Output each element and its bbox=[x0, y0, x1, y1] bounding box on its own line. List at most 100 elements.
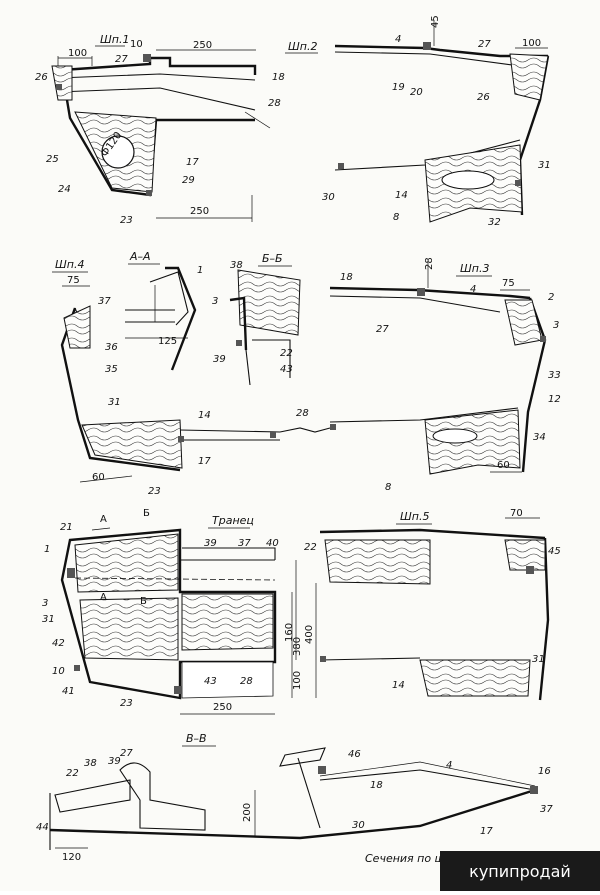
part-shp2-26: 26 bbox=[477, 92, 490, 103]
part-shp4-37: 37 bbox=[98, 296, 111, 307]
part-transom-42: 42 bbox=[52, 638, 65, 649]
part-shp4-23: 23 bbox=[148, 486, 161, 497]
part-transom-23: 23 bbox=[120, 698, 133, 709]
dim-transom-a-bottom: A bbox=[100, 592, 107, 603]
part-vv-22: 22 bbox=[66, 768, 79, 779]
part-shp1-18: 18 bbox=[272, 72, 285, 83]
section-shp2: Шп.2 45 100 4 19 20 27 26 31 30 14 8 32 bbox=[285, 15, 551, 228]
part-bb-22: 22 bbox=[280, 348, 293, 359]
part-vv-4: 4 bbox=[446, 760, 452, 771]
dim-shp3-60: 60 bbox=[497, 460, 510, 471]
title-shp1: Шп.1 bbox=[100, 33, 129, 46]
part-transom-10: 10 bbox=[52, 666, 65, 677]
dim-transom-160: 160 bbox=[284, 623, 295, 642]
dim-shp1-250-top: 250 bbox=[193, 40, 212, 51]
part-shp2-8: 8 bbox=[393, 212, 399, 223]
dim-shp3-75: 75 bbox=[502, 278, 515, 289]
part-vv-44: 44 bbox=[36, 822, 49, 833]
part-shp3-3: 3 bbox=[553, 320, 559, 331]
part-shp2-14: 14 bbox=[395, 190, 408, 201]
part-transom-1: 1 bbox=[44, 544, 50, 555]
part-shp3-8: 8 bbox=[385, 482, 391, 493]
section-shp4: Шп.4 75 60 37 36 35 31 14 17 23 bbox=[52, 258, 281, 497]
part-transom-37: 37 bbox=[238, 538, 251, 549]
part-shp1-25: 25 bbox=[46, 154, 59, 165]
dim-shp5-70: 70 bbox=[510, 508, 523, 519]
watermark-logo: купипродай bbox=[440, 851, 600, 891]
dim-transom-380: 380 bbox=[292, 637, 303, 656]
part-shp1-27: 27 bbox=[115, 54, 128, 65]
title-shp5: Шп.5 bbox=[400, 510, 429, 523]
part-shp4-35: 35 bbox=[105, 364, 118, 375]
part-shp3-27: 27 bbox=[376, 324, 389, 335]
drawing-caption: Сечения по шпа bbox=[365, 852, 459, 865]
dim-shp4-75: 75 bbox=[67, 275, 80, 286]
part-aa-1: 1 bbox=[197, 265, 203, 276]
dim-vv-200: 200 bbox=[242, 803, 253, 822]
part-bb-43: 43 bbox=[280, 364, 293, 375]
dim-shp2-100: 100 bbox=[522, 38, 541, 49]
title-bb: Б–Б bbox=[262, 252, 283, 265]
title-vv: В–В bbox=[186, 732, 207, 745]
part-vv-16: 16 bbox=[538, 766, 551, 777]
title-shp3: Шп.3 bbox=[460, 262, 489, 275]
section-shp3: Шп.3 28 75 60 18 4 2 27 3 33 12 34 8 28 bbox=[279, 257, 561, 493]
dim-shp4-60: 60 bbox=[92, 472, 105, 483]
dim-shp1-10: 10 bbox=[130, 39, 143, 50]
part-shp2-27: 27 bbox=[478, 39, 491, 50]
part-shp4-14: 14 bbox=[198, 410, 211, 421]
part-shp1-28: 28 bbox=[268, 98, 281, 109]
section-shp5: Шп.5 70 22 45 31 14 bbox=[304, 508, 561, 701]
title-aa: А–А bbox=[129, 250, 151, 263]
part-transom-3: 3 bbox=[42, 598, 48, 609]
part-transom-41: 41 bbox=[62, 686, 75, 697]
dim-transom-b-top: Б bbox=[143, 508, 150, 519]
part-vv-38: 38 bbox=[84, 758, 97, 769]
part-shp1-24: 24 bbox=[58, 184, 71, 195]
title-shp2: Шп.2 bbox=[288, 40, 317, 53]
part-shp3-4: 4 bbox=[470, 284, 476, 295]
dim-vv-120: 120 bbox=[62, 852, 81, 863]
part-shp2-31: 31 bbox=[538, 160, 551, 171]
part-shp1-26: 26 bbox=[35, 72, 48, 83]
part-shp1-29: 29 bbox=[182, 175, 195, 186]
part-shp3-18: 18 bbox=[340, 272, 353, 283]
part-shp3-2: 2 bbox=[548, 292, 554, 303]
section-transom: Транец A Б A Б 160 380 400 100 250 21 1 … bbox=[42, 508, 317, 715]
part-transom-40: 40 bbox=[266, 538, 279, 549]
part-shp5-31: 31 bbox=[532, 654, 545, 665]
part-aa-3: 3 bbox=[212, 296, 218, 307]
part-shp2-20: 20 bbox=[410, 87, 423, 98]
dim-transom-250: 250 bbox=[213, 702, 232, 713]
title-transom: Транец bbox=[212, 514, 254, 527]
part-vv-17: 17 bbox=[480, 826, 493, 837]
dim-transom-100: 100 bbox=[292, 671, 303, 690]
dim-shp1-250-bottom: 250 bbox=[190, 206, 209, 217]
title-shp4: Шп.4 bbox=[55, 258, 84, 271]
part-vv-37: 37 bbox=[540, 804, 553, 815]
part-shp2-30: 30 bbox=[322, 192, 335, 203]
part-transom-31: 31 bbox=[42, 614, 55, 625]
part-vv-39: 39 bbox=[108, 756, 121, 767]
section-bb: Б–Б 38 39 22 43 bbox=[213, 252, 301, 386]
part-shp5-45: 45 bbox=[548, 546, 561, 557]
part-shp1-23: 23 bbox=[120, 215, 133, 226]
dim-shp1-100: 100 bbox=[68, 48, 87, 59]
dim-shp3-28: 28 bbox=[424, 257, 435, 270]
part-shp2-32: 32 bbox=[488, 217, 501, 228]
part-shp4-31: 31 bbox=[108, 397, 121, 408]
part-shp4-17: 17 bbox=[198, 456, 211, 467]
part-shp5-14: 14 bbox=[392, 680, 405, 691]
part-vv-27: 27 bbox=[120, 748, 133, 759]
part-vv-30: 30 bbox=[352, 820, 365, 831]
part-bb-38: 38 bbox=[230, 260, 243, 271]
part-shp2-19: 19 bbox=[392, 82, 405, 93]
dim-transom-a-top: A bbox=[100, 514, 107, 525]
part-shp3-33: 33 bbox=[548, 370, 561, 381]
dim-transom-b-bottom: Б bbox=[140, 596, 147, 607]
part-shp3-12: 12 bbox=[548, 394, 561, 405]
section-aa: А–А 125 1 3 bbox=[125, 250, 218, 371]
part-shp3-34: 34 bbox=[533, 432, 546, 443]
